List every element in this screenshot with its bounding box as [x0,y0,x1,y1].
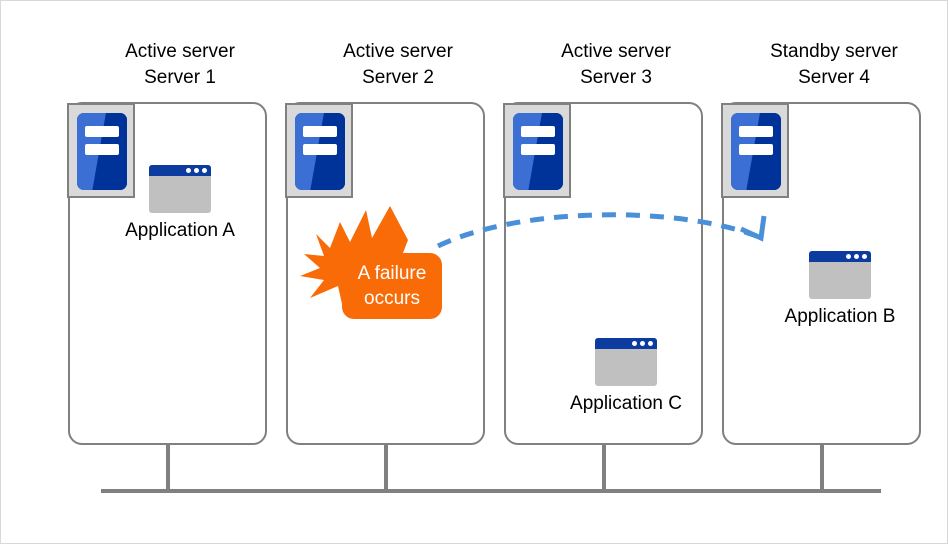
application-node-a[interactable]: Application A [100,165,260,243]
server-icon [67,103,135,198]
server-name-label: Server 2 [362,67,434,88]
failure-line-2: occurs [364,288,420,309]
server-slot-bar [739,144,773,155]
app-window-dot [846,254,851,259]
server-name-label: Server 4 [798,67,870,88]
server-chassis [731,113,781,190]
server-icon [503,103,571,198]
app-window-titlebar [149,165,211,176]
server-slot-bar [739,126,773,137]
app-window-dot [862,254,867,259]
server-slot-bar [521,126,555,137]
app-window-icon [595,338,657,386]
application-node-b[interactable]: Application B [760,251,920,329]
server-header-3: Active server Server 3 [516,39,716,91]
server-role-label: Active server [125,41,235,62]
server-role-label: Active server [343,41,453,62]
app-window-titlebar [595,338,657,349]
server-slot-bar [85,126,119,137]
application-label: Application A [125,220,235,241]
server-icon [721,103,789,198]
server-slot-bar [303,144,337,155]
server-header-1: Active server Server 1 [80,39,280,91]
app-window-titlebar [809,251,871,262]
application-node-c[interactable]: Application C [546,338,706,416]
server-chassis [513,113,563,190]
app-window-dot [854,254,859,259]
server-chassis [295,113,345,190]
app-window-dot [194,168,199,173]
server-role-label: Standby server [770,41,898,62]
app-window-dot [202,168,207,173]
server-slot-bar [85,144,119,155]
server-role-label: Active server [561,41,671,62]
app-window-dot [186,168,191,173]
server-slot-bar [521,144,555,155]
server-icon [285,103,353,198]
server-name-label: Server 1 [144,67,216,88]
app-window-dot [632,341,637,346]
app-window-icon [149,165,211,213]
server-chassis [77,113,127,190]
server-header-2: Active server Server 2 [298,39,498,91]
application-label: Application C [570,393,682,414]
app-window-icon [809,251,871,299]
failure-callout[interactable]: A failure occurs [342,253,442,319]
failure-line-1: A failure [357,263,427,284]
server-name-label: Server 3 [580,67,652,88]
app-window-dot [640,341,645,346]
application-label: Application B [784,306,896,327]
app-window-dot [648,341,653,346]
server-box-1[interactable] [68,102,267,445]
server-header-4: Standby server Server 4 [734,39,934,91]
server-slot-bar [303,126,337,137]
